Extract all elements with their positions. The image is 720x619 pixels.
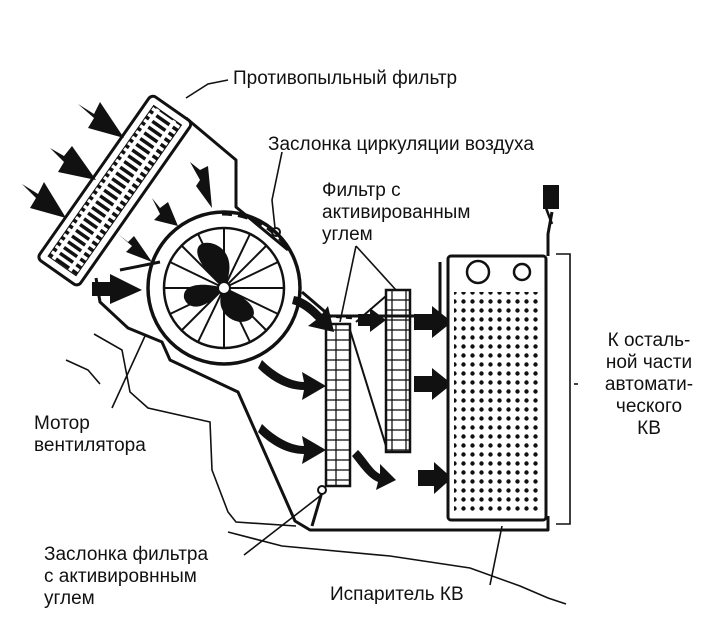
recirc-flap-label: Заслонка циркуляции воздуха (268, 134, 534, 155)
filter-flap-label-line-3: углем (44, 588, 95, 609)
to-rest-label: К осталь- ной части автомати- ческого КВ (583, 330, 715, 440)
flow-arrows-after-fan (258, 296, 452, 494)
fan-motor-label: Мотор вентилятора (34, 413, 146, 457)
carbon-filter-label-line-1: Фильтр с (322, 180, 401, 201)
leader-lines (65, 79, 578, 605)
carbon-filter-label-line-2: активированным (322, 202, 471, 223)
blower-fan (146, 210, 302, 366)
filter-flap-label-line-1: Заслонка фильтра (44, 544, 209, 565)
carbon-filter-label-line-3: углем (322, 224, 373, 245)
fan-motor-label-line-2: вентилятора (34, 435, 146, 456)
connector-plug (543, 185, 559, 225)
carbon-filter-elements (324, 288, 412, 488)
filter-flap-label: Заслонка фильтра с активировнным углем (44, 544, 208, 610)
dust-filter-element (37, 94, 193, 287)
filter-flap-label-line-2: с активировнным (44, 566, 197, 587)
to-rest-label-line-4: ческого (615, 396, 683, 417)
evaporator-core (446, 254, 548, 522)
dust-filter-label: Противопыльный фильтр (233, 68, 458, 89)
fan-motor-label-line-1: Мотор (34, 413, 90, 434)
filter-flap (310, 485, 327, 527)
flow-dashed-path (325, 314, 353, 320)
to-rest-label-line-5: КВ (637, 418, 661, 439)
carbon-filter-label: Фильтр с активированным углем (322, 180, 470, 246)
to-rest-label-line-2: ной части (605, 352, 693, 373)
evaporator-label: Испаритель КВ (330, 584, 464, 605)
to-rest-label-line-1: К осталь- (607, 330, 691, 351)
to-rest-label-line-3: автомати- (604, 374, 694, 395)
intake-arrows (22, 102, 124, 218)
inner-flow-arrows (92, 162, 212, 304)
